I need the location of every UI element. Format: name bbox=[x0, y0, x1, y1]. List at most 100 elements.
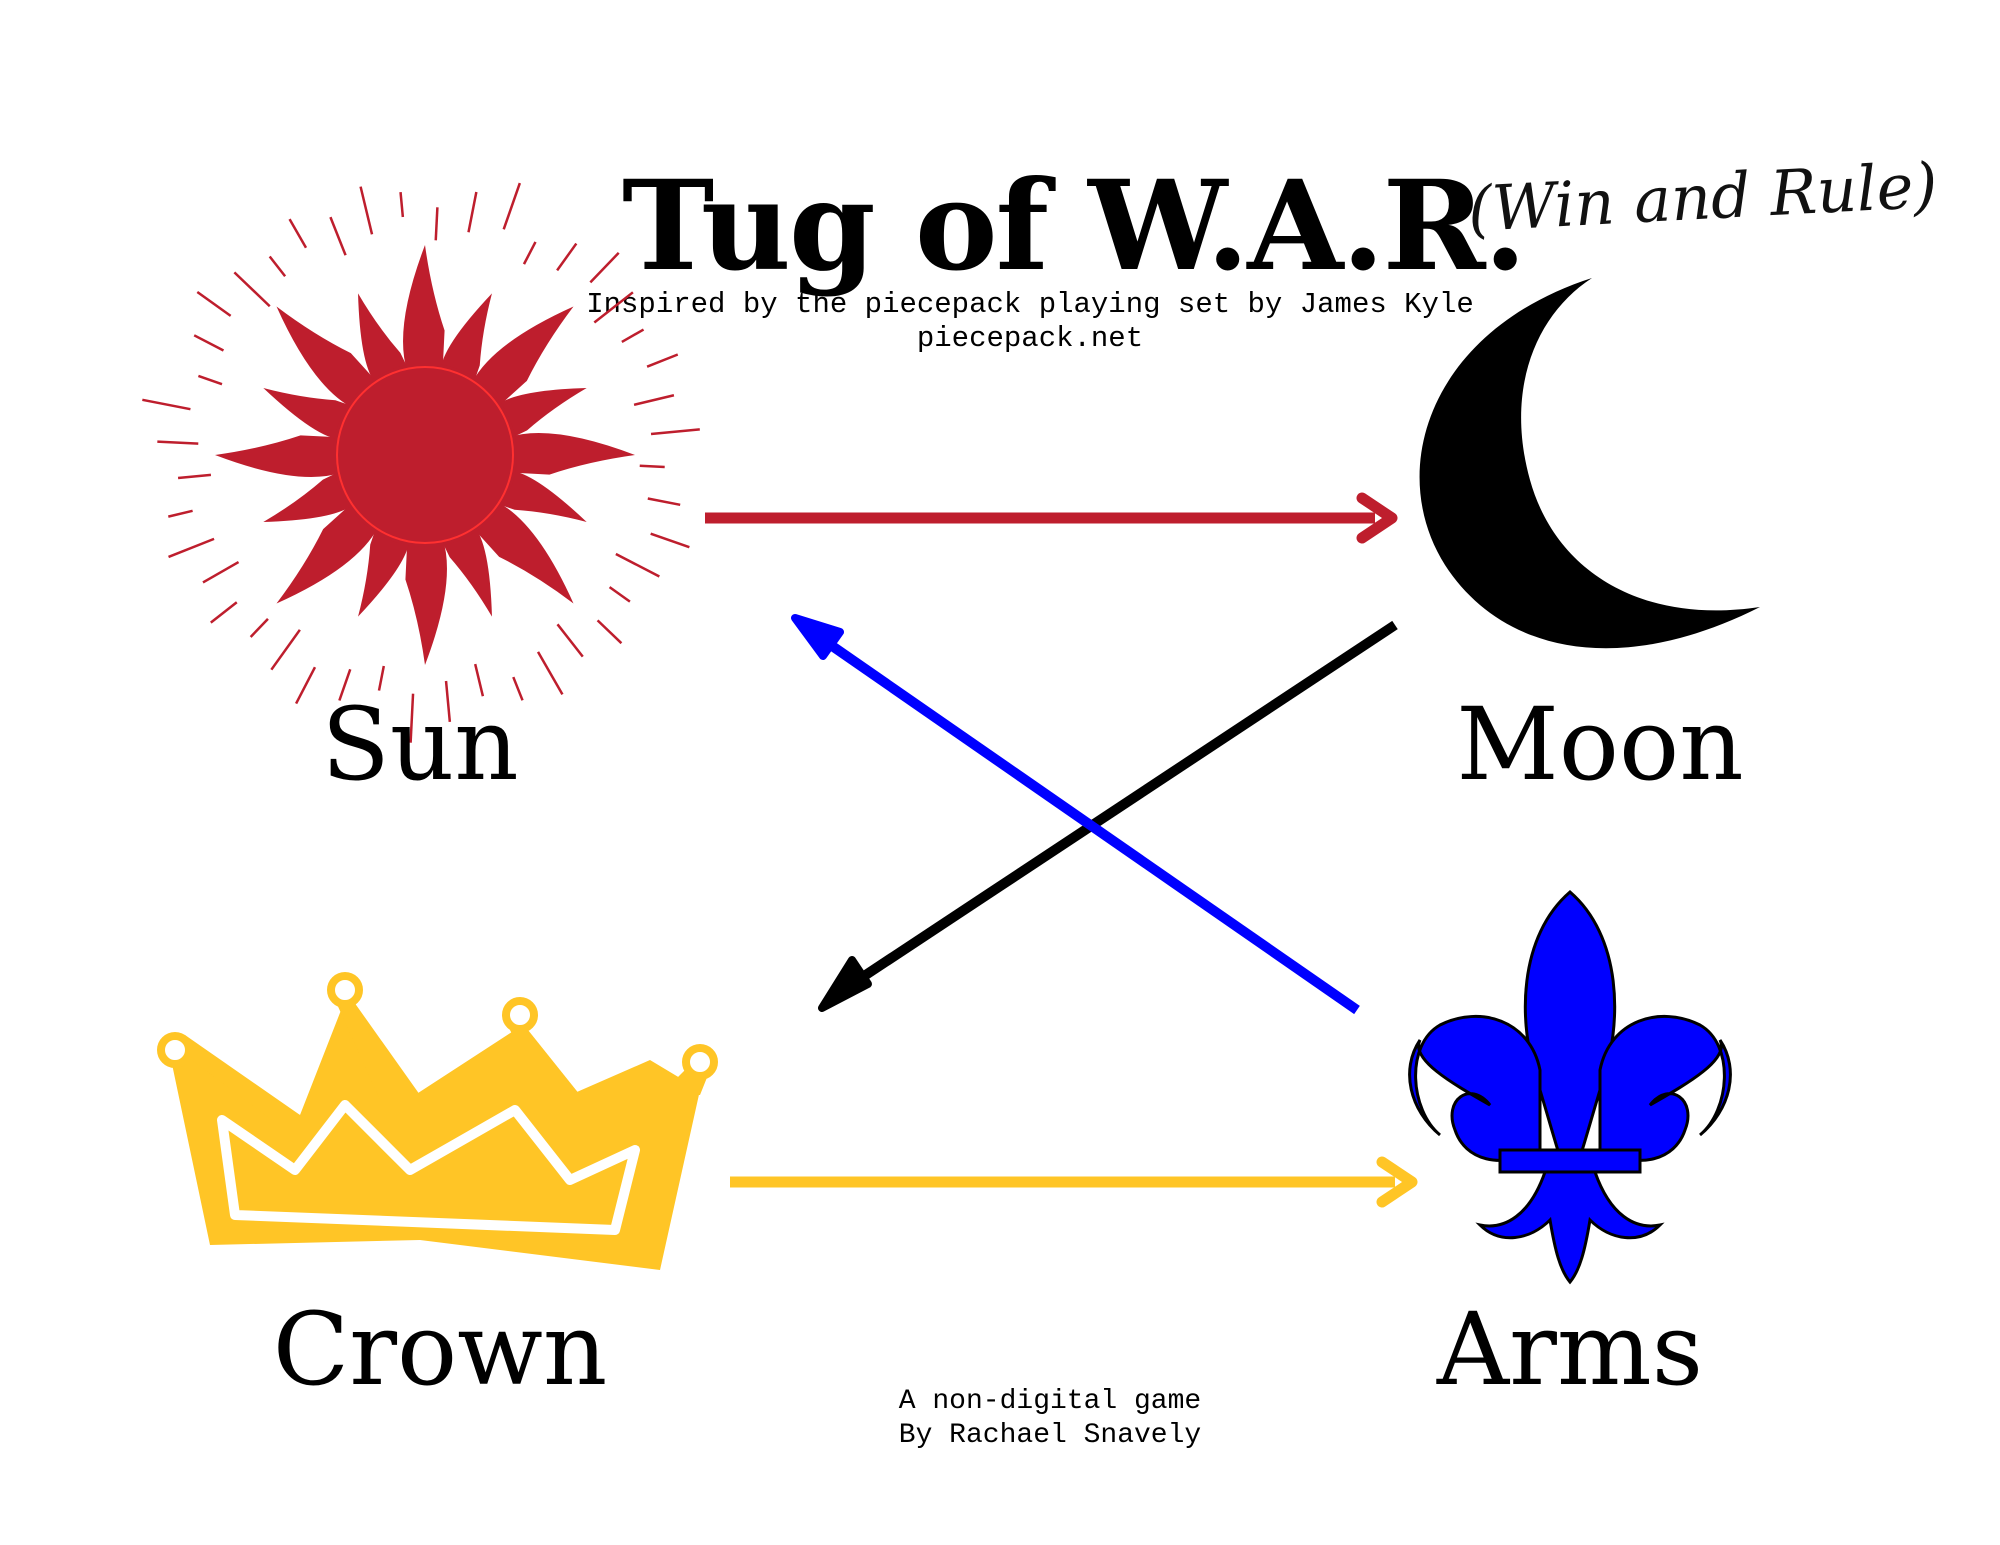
sun-flame bbox=[263, 470, 355, 522]
page-title: Tug of W.A.R. bbox=[622, 154, 1527, 299]
sun-sparkle-line bbox=[399, 192, 405, 218]
sun-flame bbox=[276, 501, 379, 604]
sun-sparkle-line bbox=[650, 532, 690, 549]
sun-sparkle-line bbox=[434, 207, 439, 241]
sun-flame bbox=[495, 470, 587, 522]
footer-line-1: A non-digital game bbox=[898, 1386, 1202, 1417]
sun-sparkle-line bbox=[338, 668, 352, 701]
sun-sparkle-line bbox=[294, 666, 317, 705]
sun-sparkle-line bbox=[646, 353, 679, 368]
sun-sparkle-line bbox=[615, 552, 660, 578]
sun-sparkle-line bbox=[647, 497, 681, 507]
sun-sparkle-line bbox=[270, 629, 301, 671]
sun-sparkle-line bbox=[502, 182, 522, 230]
sun-flame bbox=[440, 293, 492, 385]
fleur-left-petal bbox=[1408, 1014, 1542, 1162]
crown-jewel-1 bbox=[157, 1032, 193, 1068]
arrow-crown-to-arms-head bbox=[1376, 1156, 1418, 1208]
sun-sparkle-line bbox=[536, 651, 564, 695]
sun-disc-ring bbox=[336, 366, 514, 544]
node-label-crown: Crown bbox=[272, 1291, 608, 1408]
arrow-arms-to-sun bbox=[791, 614, 1360, 1015]
sun-flame bbox=[215, 435, 342, 477]
sun-sparkle-line bbox=[556, 623, 584, 658]
sun-sparkle-line bbox=[268, 255, 287, 278]
crown-body bbox=[168, 1000, 700, 1270]
sun-sparkle-line bbox=[210, 601, 238, 624]
crown-jewel-4 bbox=[682, 1044, 718, 1080]
credit-line-1: Inspired by the piecepack playing set by… bbox=[586, 288, 1474, 321]
sun-sparkle-line bbox=[288, 218, 308, 249]
sun-sparkle-line bbox=[249, 618, 269, 638]
crown-jewel-2 bbox=[327, 972, 363, 1008]
sun-disc bbox=[333, 363, 517, 547]
sun-sparkle-line bbox=[589, 251, 620, 284]
sun-sparkle-line bbox=[650, 428, 700, 436]
fleur-de-lis-icon bbox=[1408, 890, 1732, 1285]
sun-sparkle-line bbox=[157, 440, 199, 445]
sun-sparkle-line bbox=[512, 676, 524, 701]
sun-flame bbox=[358, 525, 410, 617]
sun-flame bbox=[508, 433, 635, 475]
sun-sparkle-line bbox=[142, 398, 191, 411]
sun-sparkle-line bbox=[444, 680, 452, 722]
arrow-sun-to-moon-head bbox=[1356, 492, 1398, 544]
sun-sparkle-line bbox=[196, 291, 232, 317]
sun-sparkle-line bbox=[633, 394, 675, 407]
sun-sparkle-line bbox=[177, 473, 212, 480]
sun-sparkle-line bbox=[593, 291, 634, 324]
fleur-right-petal bbox=[1598, 1014, 1732, 1162]
sun-flame bbox=[471, 306, 574, 409]
sun-flame bbox=[471, 501, 574, 604]
node-label-sun: Sun bbox=[321, 686, 519, 803]
crown-icon bbox=[157, 972, 718, 1270]
sun-sparkle-lines bbox=[142, 182, 700, 743]
sun-sparkle-line bbox=[233, 271, 271, 308]
sun-sparkle-line bbox=[168, 509, 193, 518]
sun-sparkle-line bbox=[473, 663, 485, 697]
sun-sparkle-line bbox=[193, 334, 225, 352]
fleur-band bbox=[1498, 1148, 1642, 1174]
crown-inner-outline bbox=[217, 1100, 640, 1235]
sun-sparkle-line bbox=[359, 186, 374, 235]
sun-flame bbox=[495, 388, 587, 440]
crown-prong-mid bbox=[336, 1002, 420, 1100]
node-label-moon: Moon bbox=[1456, 686, 1744, 803]
arrow-moon-to-crown-shaft bbox=[840, 620, 1398, 995]
sun-flame bbox=[276, 306, 379, 409]
sun-flame bbox=[403, 245, 445, 372]
sun-flames bbox=[215, 245, 635, 665]
sun-sparkle-line bbox=[197, 374, 223, 386]
sun-sparkle-line bbox=[522, 241, 537, 265]
crown-prong-right bbox=[510, 1030, 580, 1100]
sun-flame bbox=[358, 293, 410, 385]
arrow-crown-to-arms bbox=[730, 1156, 1418, 1208]
sun-flame bbox=[405, 538, 447, 665]
credit-line-2: piecepack.net bbox=[916, 322, 1144, 355]
arrow-moon-to-crown-head bbox=[818, 956, 872, 1012]
arrow-moon-to-crown bbox=[818, 620, 1398, 1012]
sun-sparkle-line bbox=[639, 464, 665, 469]
sun-sparkle-line bbox=[409, 693, 415, 743]
fleur-base bbox=[1475, 1170, 1665, 1285]
sun-sparkle-line bbox=[621, 328, 645, 344]
arrow-arms-to-sun-head bbox=[791, 614, 844, 660]
sun-sparkle-line bbox=[596, 619, 623, 645]
arrow-sun-to-moon bbox=[705, 492, 1398, 544]
moon-icon bbox=[1419, 278, 1760, 649]
sun-icon bbox=[142, 182, 700, 743]
sun-flame bbox=[440, 525, 492, 617]
sun-sparkle-line bbox=[608, 586, 631, 603]
arrow-arms-to-sun-shaft bbox=[809, 627, 1360, 1015]
sun-sparkle-line bbox=[168, 537, 215, 559]
sun-sparkle-line bbox=[377, 665, 386, 691]
sun-flame bbox=[263, 388, 355, 440]
crown-prong-left bbox=[165, 1035, 300, 1120]
sun-sparkle-line bbox=[202, 560, 240, 584]
sun-sparkle-line bbox=[556, 242, 578, 272]
sun-sparkle-line bbox=[329, 216, 347, 256]
sun-sparkle-line bbox=[467, 191, 478, 233]
footer-line-2: By Rachael Snavely bbox=[898, 1420, 1202, 1451]
